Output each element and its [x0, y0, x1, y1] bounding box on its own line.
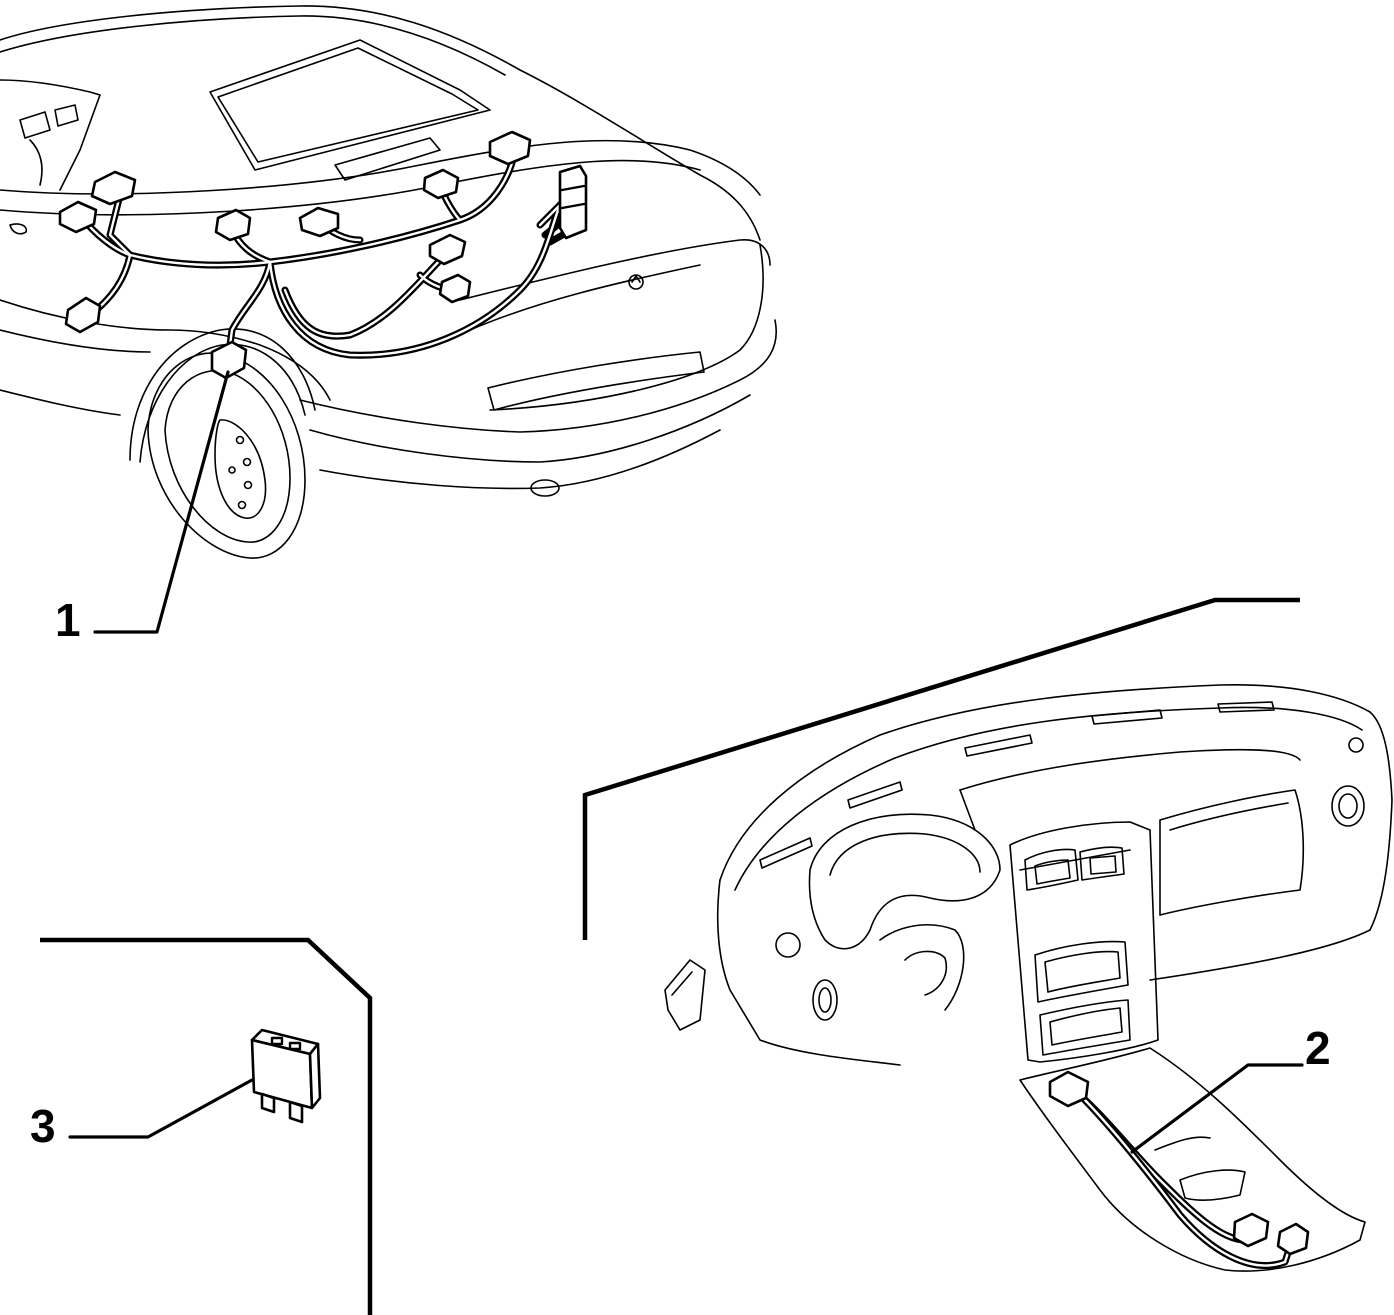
- leader-line-3: [68, 1078, 254, 1139]
- wiring-harness-icon: [58, 130, 588, 380]
- car-rear-body-icon: [0, 5, 777, 559]
- detail-frame-3: [40, 937, 373, 1315]
- callout-label-1: 1: [55, 594, 81, 646]
- callout-label-2: 2: [1305, 1022, 1331, 1074]
- leader-line-1: [93, 370, 230, 634]
- dashboard-icon: [664, 683, 1393, 1272]
- callout-label-3: 3: [30, 1100, 56, 1152]
- leader-line-2: [1130, 1063, 1304, 1154]
- fuse-icon: [250, 1028, 322, 1124]
- detail-frame-2: [582, 597, 1300, 940]
